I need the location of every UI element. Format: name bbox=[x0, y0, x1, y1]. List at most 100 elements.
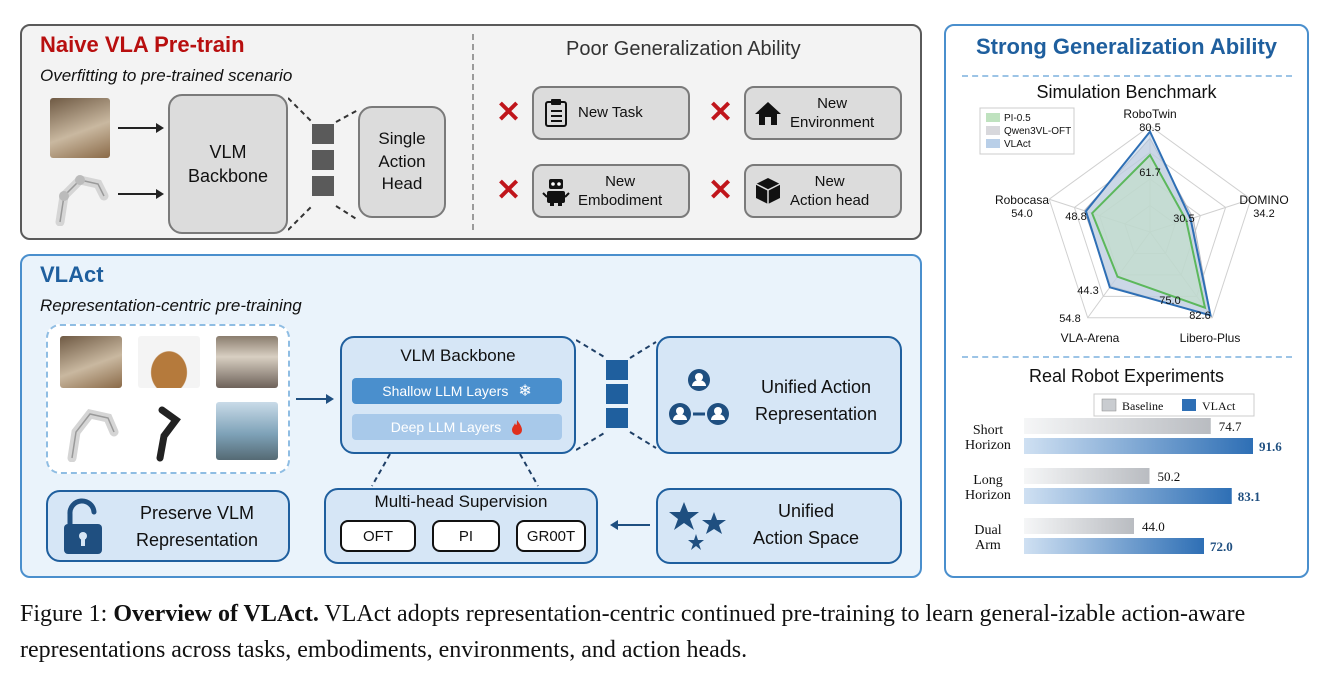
unified-space-line2: Action Space bbox=[752, 528, 860, 548]
x-mark-icon: ✕ bbox=[708, 174, 734, 207]
naive-vlm-backbone: VLM Backbone bbox=[168, 94, 288, 234]
bar-legend-label: VLAct bbox=[1202, 399, 1236, 413]
radar-axis-label: VLA-Arena bbox=[1061, 331, 1120, 345]
naive-subtitle: Overfitting to pre-trained scenario bbox=[40, 66, 293, 85]
radar-value-label: 61.7 bbox=[1139, 167, 1160, 179]
head-line1: Single bbox=[378, 128, 426, 148]
robot-icon bbox=[534, 175, 578, 207]
bar-value-label: 74.7 bbox=[1219, 419, 1242, 434]
new-task-box: New Task bbox=[532, 86, 690, 140]
radar-legend-swatch bbox=[986, 113, 1000, 122]
radar-value-label: 34.2 bbox=[1253, 208, 1274, 220]
item-line2: Environment bbox=[790, 114, 875, 131]
token-block bbox=[606, 360, 628, 380]
x-mark-icon: ✕ bbox=[708, 96, 734, 129]
snowflake-icon: ❄ bbox=[518, 383, 532, 400]
radar-axis-label: Libero-Plus bbox=[1180, 331, 1241, 345]
caption-rest: VLAct adopts representation-centric cont… bbox=[20, 601, 1246, 663]
radar-axis-label: RoboTwin bbox=[1123, 107, 1176, 121]
bar-value-label: 72.0 bbox=[1210, 539, 1233, 554]
x-mark-icon: ✕ bbox=[496, 96, 522, 129]
unified-rep-line2: Representation bbox=[754, 404, 878, 424]
item-line2: Action head bbox=[790, 192, 870, 209]
robot-scene-image bbox=[50, 98, 110, 158]
unified-space-label: Unified Action Space bbox=[736, 498, 876, 552]
bar-vlact bbox=[1024, 488, 1232, 504]
token-block bbox=[312, 150, 334, 170]
input-arrows bbox=[118, 123, 164, 199]
item-line1: New bbox=[814, 172, 845, 190]
shallow-layers: Shallow LLM Layers ❄ bbox=[352, 378, 562, 404]
robot-scene-image bbox=[60, 336, 122, 388]
bar-category-label: Long bbox=[973, 473, 1003, 488]
head-line2: Action bbox=[378, 151, 426, 171]
naive-connectors bbox=[288, 97, 359, 231]
bar-category-label: Arm bbox=[975, 538, 1001, 553]
radar-value-label: 44.3 bbox=[1077, 285, 1098, 297]
radar-value-label: 54.0 bbox=[1011, 208, 1032, 220]
vlact-title: VLAct bbox=[40, 262, 104, 287]
radar-legend-swatch bbox=[986, 126, 1000, 135]
vlact-subtitle: Representation-centric pre-training bbox=[40, 296, 302, 315]
naive-vlm-line2: Backbone bbox=[187, 166, 269, 186]
caption-prefix: Figure 1: bbox=[20, 601, 114, 627]
fire-icon bbox=[512, 420, 523, 435]
head-line3: Head bbox=[381, 174, 423, 194]
bar-value-label: 83.1 bbox=[1238, 489, 1261, 504]
kitchen-image bbox=[216, 336, 278, 388]
item-line1: New bbox=[605, 172, 636, 190]
landscape-image bbox=[216, 402, 278, 460]
head-oft: OFT bbox=[340, 520, 416, 552]
clipboard-icon bbox=[534, 98, 578, 128]
cube-icon bbox=[746, 176, 790, 206]
bar-category-label: Short bbox=[973, 423, 1003, 438]
bar-vlact bbox=[1024, 438, 1253, 454]
item-line1: New bbox=[817, 94, 848, 112]
bar-legend-swatch bbox=[1101, 398, 1117, 412]
bar-category-label: Horizon bbox=[965, 488, 1011, 503]
robot-arm-image bbox=[67, 408, 119, 462]
sim-benchmark-title: Simulation Benchmark bbox=[1036, 82, 1217, 102]
radar-value-label: 30.5 bbox=[1173, 213, 1194, 225]
radar-axis-label: Robocasa bbox=[995, 193, 1049, 207]
deep-layers: Deep LLM Layers bbox=[352, 414, 562, 440]
bar-legend-swatch bbox=[1182, 399, 1196, 411]
preserve-label: Preserve VLM Representation bbox=[112, 500, 282, 554]
backbone-title: VLM Backbone bbox=[400, 346, 516, 365]
user-network-icon bbox=[669, 369, 729, 425]
caption-bold: Overview of VLAct. bbox=[113, 601, 319, 627]
radar-legend-label: VLAct bbox=[1004, 139, 1031, 150]
radar-legend-label: PI-0.5 bbox=[1004, 113, 1031, 124]
multihead-connectors bbox=[371, 453, 539, 487]
strong-separator bbox=[962, 75, 1292, 77]
vlact-connectors bbox=[576, 339, 657, 451]
unlock-icon bbox=[64, 498, 102, 554]
bar-category-label: Dual bbox=[974, 523, 1001, 538]
bar-baseline bbox=[1024, 418, 1211, 434]
unified-action-space bbox=[656, 488, 902, 564]
radar-legend-swatch bbox=[986, 139, 1000, 148]
bar-value-label: 44.0 bbox=[1142, 519, 1165, 534]
radar-value-label: 82.6 bbox=[1189, 310, 1210, 322]
item-line1: New Task bbox=[578, 104, 643, 122]
radar-value-label: 54.8 bbox=[1059, 313, 1080, 325]
item-line2: Embodiment bbox=[578, 192, 663, 209]
strong-separator bbox=[962, 356, 1292, 358]
bar-baseline bbox=[1024, 468, 1150, 484]
naive-vlm-line1: VLM bbox=[209, 141, 247, 162]
head-groot: GR00T bbox=[516, 520, 586, 552]
basket-image bbox=[138, 336, 200, 388]
poor-generalization-title: Poor Generalization Ability bbox=[566, 38, 801, 60]
radar-legend-label: Qwen3VL-OFT bbox=[1004, 126, 1071, 137]
radar-chart: RoboTwinDOMINOLibero-PlusVLA-ArenaRoboca… bbox=[979, 107, 1289, 345]
radar-series-pi05 bbox=[1090, 153, 1207, 310]
token-block bbox=[606, 384, 628, 404]
bar-vlact bbox=[1024, 538, 1204, 554]
preserve-line2: Representation bbox=[135, 530, 259, 550]
deep-label: Deep LLM Layers bbox=[390, 419, 502, 435]
bar-value-label: 91.6 bbox=[1259, 439, 1282, 454]
bar-baseline bbox=[1024, 518, 1134, 534]
